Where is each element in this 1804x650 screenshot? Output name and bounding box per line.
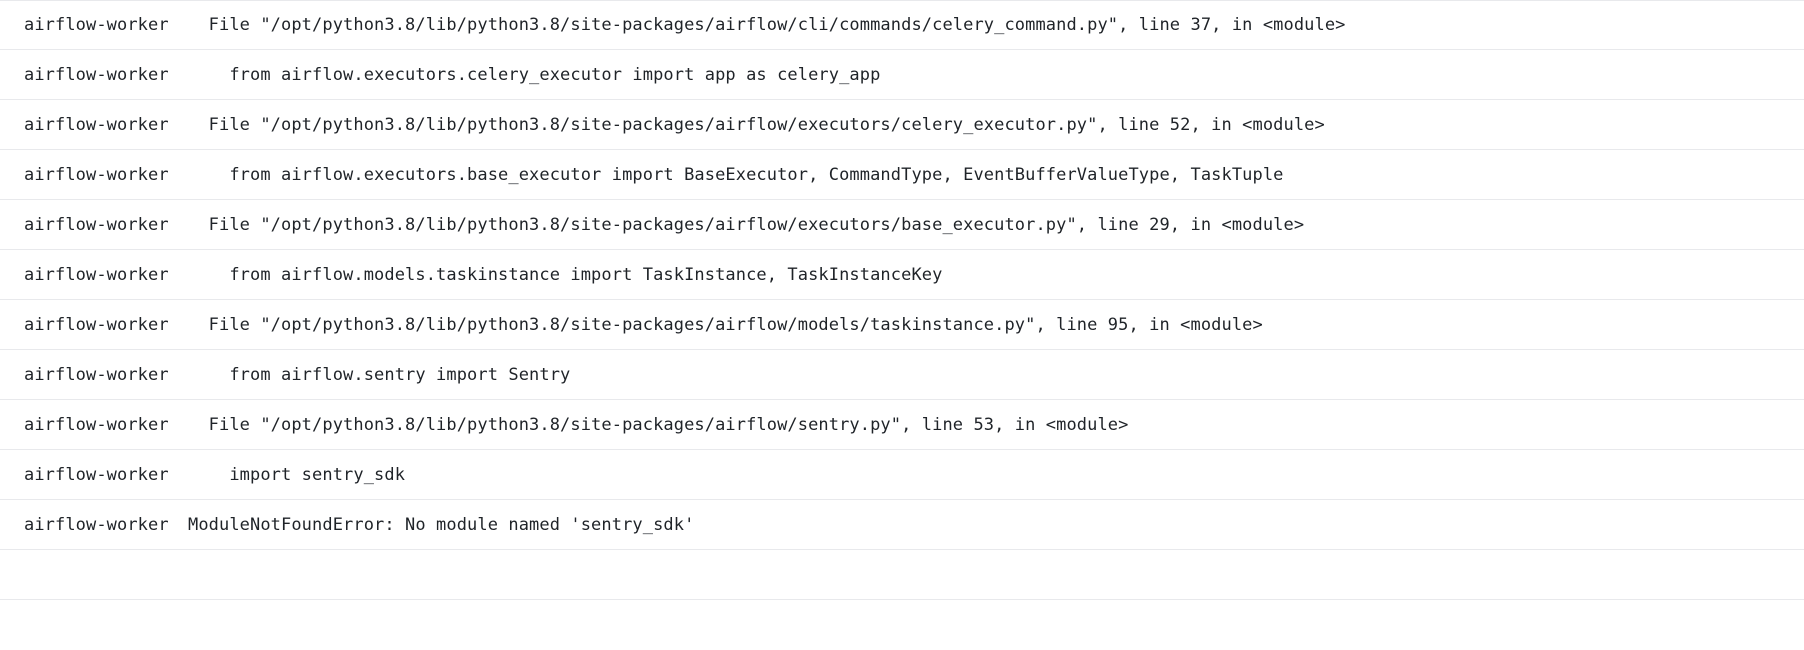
log-row[interactable]: airflow-worker File "/opt/python3.8/lib/… xyxy=(0,400,1804,450)
log-message-text: from airflow.executors.base_executor imp… xyxy=(188,164,1284,185)
log-source-label: airflow-worker xyxy=(24,15,169,35)
log-source-label: airflow-worker xyxy=(24,464,169,485)
log-source-label: airflow-worker xyxy=(24,114,169,135)
log-source-label: airflow-worker xyxy=(24,414,169,435)
log-message-text: from airflow.sentry import Sentry xyxy=(188,364,571,385)
log-row[interactable]: airflow-worker from airflow.executors.ba… xyxy=(0,150,1804,200)
log-row[interactable]: airflow-worker File "/opt/python3.8/lib/… xyxy=(0,300,1804,350)
log-message-text: File "/opt/python3.8/lib/python3.8/site-… xyxy=(188,314,1263,335)
log-row[interactable]: airflow-worker ModuleNotFoundError: No mo… xyxy=(0,500,1804,550)
log-message-text: import sentry_sdk xyxy=(188,464,406,485)
log-message-text: File "/opt/python3.8/lib/python3.8/site-… xyxy=(188,114,1325,135)
log-message-text: from airflow.executors.celery_executor i… xyxy=(188,64,881,85)
log-source-label: airflow-worker xyxy=(24,264,169,285)
log-row[interactable]: airflow-worker from airflow.executors.ce… xyxy=(0,50,1804,100)
log-source-label: airflow-worker xyxy=(24,64,169,85)
log-source-label: airflow-worker xyxy=(24,314,169,335)
log-row[interactable]: airflow-worker from airflow.models.taski… xyxy=(0,250,1804,300)
log-message-text: File "/opt/python3.8/lib/python3.8/site-… xyxy=(188,214,1305,235)
log-source-label: airflow-worker xyxy=(24,214,169,235)
log-message-text: File "/opt/python3.8/lib/python3.8/site-… xyxy=(188,414,1129,435)
log-row[interactable]: airflow-worker File "/opt/python3.8/lib/… xyxy=(0,200,1804,250)
log-source-label: airflow-worker xyxy=(24,364,169,385)
log-message-text: File "/opt/python3.8/lib/python3.8/site-… xyxy=(188,15,1346,35)
log-row[interactable] xyxy=(0,550,1804,600)
log-row[interactable]: airflow-worker File "/opt/python3.8/lib/… xyxy=(0,0,1804,50)
log-source-label: airflow-worker xyxy=(24,164,169,185)
log-message-text: from airflow.models.taskinstance import … xyxy=(188,264,943,285)
log-message-text: ModuleNotFoundError: No module named 'se… xyxy=(188,514,695,535)
log-row[interactable]: airflow-worker from airflow.sentry impor… xyxy=(0,350,1804,400)
log-row[interactable]: airflow-worker File "/opt/python3.8/lib/… xyxy=(0,100,1804,150)
log-source-label: airflow-worker xyxy=(24,514,169,535)
log-row[interactable]: airflow-worker import sentry_sdk xyxy=(0,450,1804,500)
